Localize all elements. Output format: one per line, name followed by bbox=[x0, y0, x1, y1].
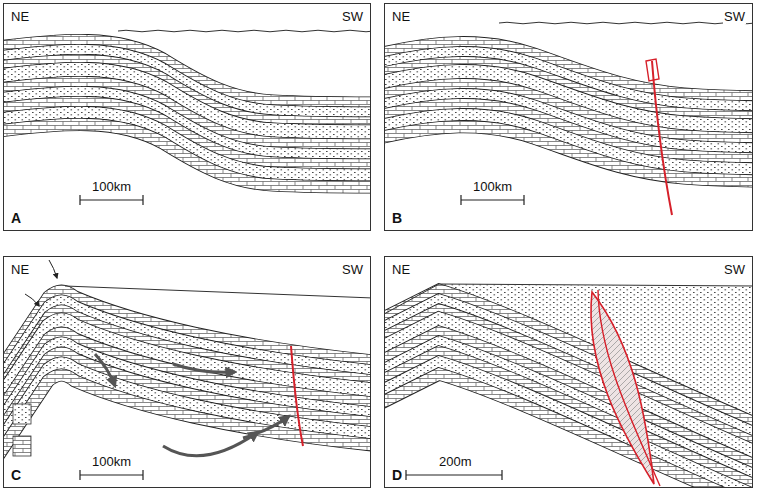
fault-line bbox=[291, 346, 303, 446]
section-panel: NE SW 200mD bbox=[384, 256, 753, 488]
scale-bar bbox=[461, 195, 524, 205]
scale-label: 200m bbox=[438, 454, 473, 469]
sea-level bbox=[118, 30, 371, 32]
direction-label: SW bbox=[723, 9, 746, 24]
fault-line bbox=[598, 290, 660, 486]
section-panel: NE SW 100kmA bbox=[3, 3, 371, 231]
limestone-swatch bbox=[13, 436, 31, 456]
direction-label: SW bbox=[341, 262, 364, 277]
direction-label: SW bbox=[341, 9, 364, 24]
scale-bar bbox=[80, 195, 143, 205]
sandstone-swatch bbox=[13, 404, 31, 424]
scale-label: 100km bbox=[472, 179, 513, 194]
panel-letter: B bbox=[391, 211, 403, 226]
section-a bbox=[3, 30, 371, 205]
section-panel: NE SW 100kmB bbox=[384, 3, 753, 231]
section-b bbox=[384, 22, 753, 215]
section-c bbox=[3, 260, 371, 480]
sea-level bbox=[499, 22, 753, 24]
sea-level bbox=[65, 286, 371, 298]
direction-label: NE bbox=[10, 9, 30, 24]
scale-bar bbox=[80, 470, 143, 480]
section-d bbox=[384, 284, 753, 488]
fault-line bbox=[652, 61, 672, 215]
scale-label: 100km bbox=[91, 454, 132, 469]
scale-bar bbox=[406, 470, 502, 480]
surface bbox=[384, 284, 753, 314]
panel-letter: C bbox=[10, 468, 22, 483]
flow-arrows bbox=[95, 354, 289, 456]
panel-letter: A bbox=[10, 211, 22, 226]
section-panel: NE SW 100kmC bbox=[3, 256, 371, 488]
direction-label: NE bbox=[391, 262, 411, 277]
direction-label: NE bbox=[10, 262, 30, 277]
direction-label: NE bbox=[391, 9, 411, 24]
scale-label: 100km bbox=[91, 179, 132, 194]
direction-label: SW bbox=[723, 262, 746, 277]
panel-letter: D bbox=[391, 468, 403, 483]
